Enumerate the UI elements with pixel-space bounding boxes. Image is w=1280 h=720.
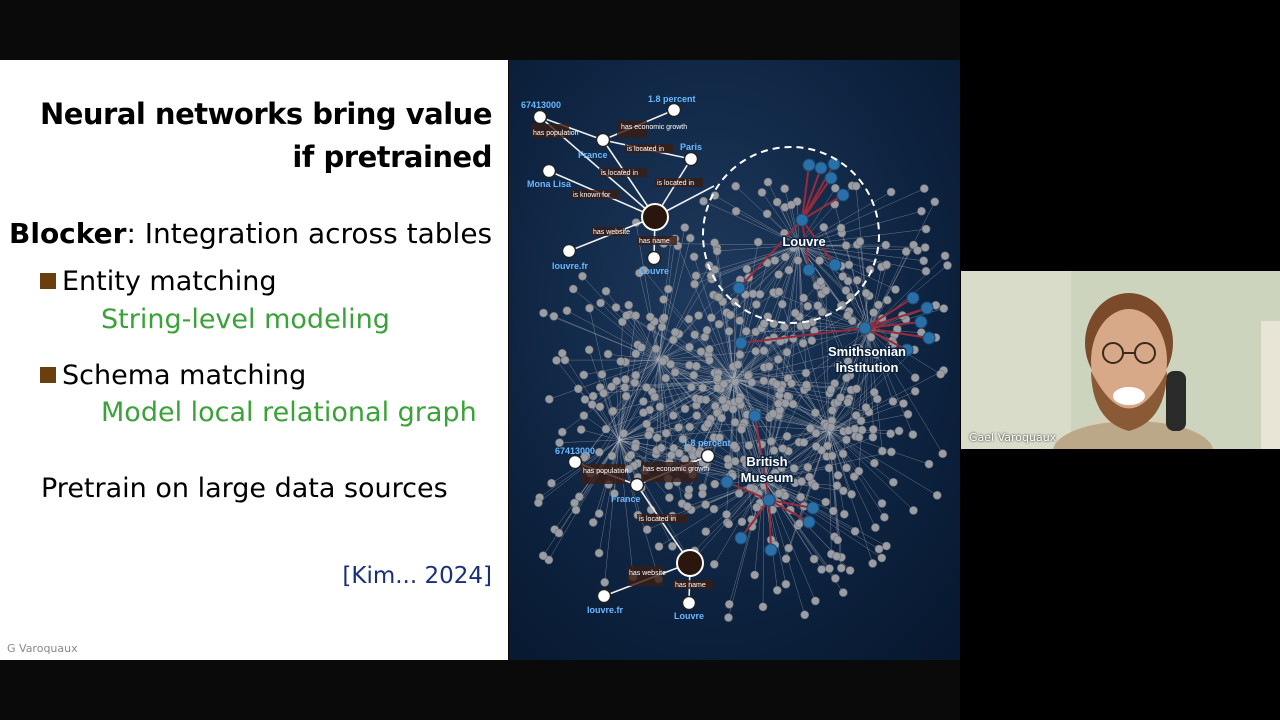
node-label: Paris <box>680 142 702 152</box>
edge-label: has economic growth <box>621 124 687 131</box>
edge-label: has website <box>629 570 666 577</box>
graph-entity-node <box>641 203 669 231</box>
edge-label: has population <box>583 468 629 475</box>
edge-label: has economic growth <box>643 466 709 473</box>
edge-label: has name <box>675 582 706 589</box>
participant-name: Gael Varoquaux <box>969 431 1057 444</box>
top-subgraph: has economic growth has population is lo… <box>521 94 715 276</box>
node-label: louvre.fr <box>552 261 589 271</box>
node-label: louvre.fr <box>587 605 624 615</box>
bullet-label: Entity matching <box>62 266 277 297</box>
blocker-label: Blocker <box>9 217 127 250</box>
slide-text-panel: Neural networks bring value if pretraine… <box>0 60 508 660</box>
edge-label: is located in <box>627 146 664 153</box>
slide-footer-author: G Varoquaux <box>7 642 78 655</box>
slide-title-line-1: Neural networks bring value <box>39 97 493 131</box>
bullet-sub-relational-graph: Model local relational graph <box>101 397 477 428</box>
presentation-stage: Neural networks bring value if pretraine… <box>0 60 960 660</box>
hub-label-louvre: Louvre <box>782 234 825 249</box>
slide-title-line-2: if pretrained <box>292 140 492 174</box>
node-label: Louvre <box>674 611 704 621</box>
node-label: France <box>578 150 608 160</box>
pretrain-line: Pretrain on large data sources <box>41 473 448 504</box>
bottom-subgraph: has population has economic growth is lo… <box>555 438 731 621</box>
blocker-line: Blocker: Integration across tables <box>9 217 492 250</box>
participant-video <box>961 271 1280 449</box>
edge-label: is located in <box>639 516 676 523</box>
bullet-square-icon <box>40 272 56 289</box>
node-label: Mona Lisa <box>527 179 572 189</box>
graph-highlight-edges <box>720 157 936 557</box>
node-label: 1.8 percent <box>683 438 731 448</box>
knowledge-graph-figure: has economic growth has population is lo… <box>509 60 960 660</box>
graph-entity-node <box>676 549 704 577</box>
bullet-square-icon <box>40 366 56 383</box>
bullet-schema-matching: Schema matching <box>40 360 306 391</box>
blocker-text: : Integration across tables <box>126 217 493 250</box>
edge-label: is located in <box>601 170 638 177</box>
node-label: 67413000 <box>521 100 561 110</box>
edge-label: is located in <box>657 180 694 187</box>
node-label: 67413000 <box>555 446 595 456</box>
edge-label: has population <box>533 130 579 137</box>
node-label: France <box>611 494 641 504</box>
citation: [Kim... 2024] <box>342 563 492 589</box>
edge-label: has name <box>639 238 670 245</box>
bullet-sub-string-level: String-level modeling <box>101 304 390 335</box>
webcam-tile: Gael Varoquaux <box>961 271 1280 449</box>
bullet-entity-matching: Entity matching <box>40 266 277 297</box>
node-label: 1.8 percent <box>648 94 696 104</box>
graph-node-cloud <box>534 177 952 622</box>
node-label: Louvre <box>639 266 669 276</box>
bullet-label: Schema matching <box>62 360 307 391</box>
edge-label: has website <box>593 229 630 236</box>
louvre-highlight-circle <box>702 146 880 324</box>
slide: Neural networks bring value if pretraine… <box>0 60 960 660</box>
edge-label: is known for <box>573 192 611 199</box>
